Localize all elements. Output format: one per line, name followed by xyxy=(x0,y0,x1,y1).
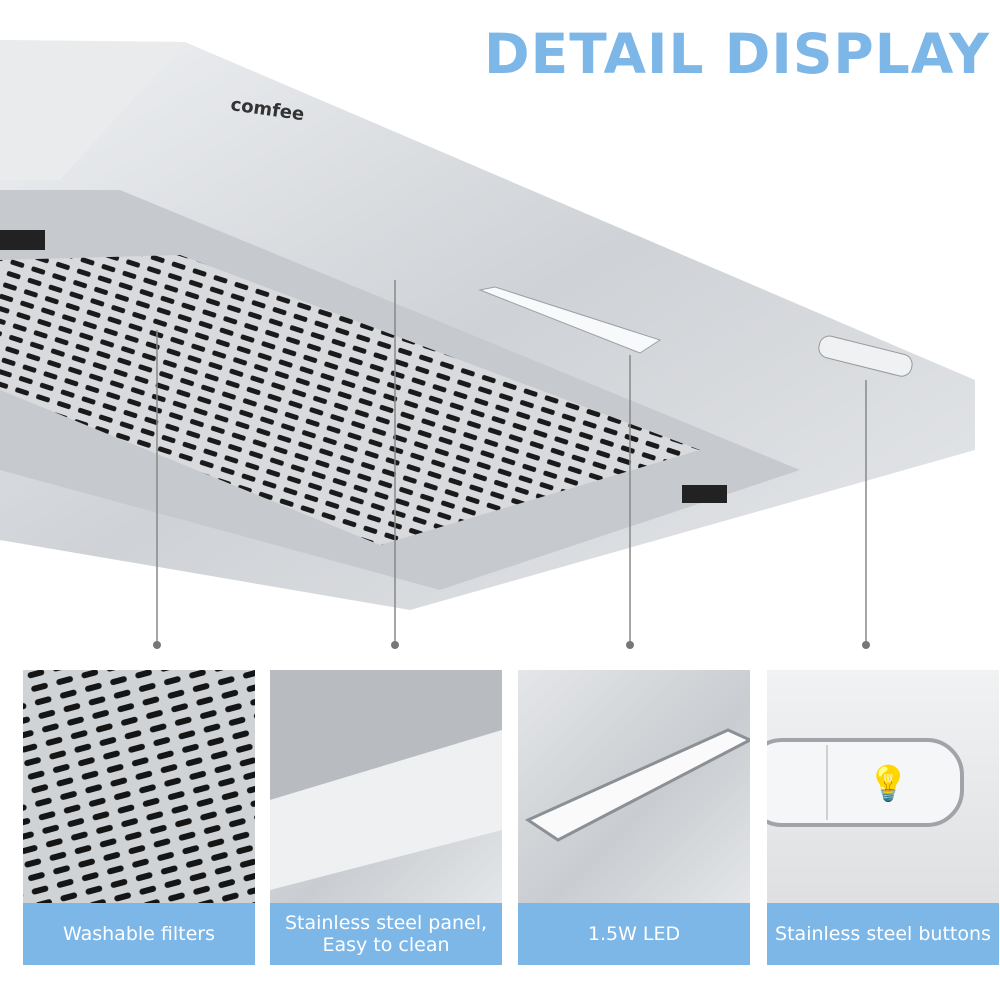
callout-lines xyxy=(156,280,867,645)
feature-label: 1.5W LED xyxy=(518,903,750,965)
feature-washable-filters: Washable filters xyxy=(23,670,255,965)
feature-led: 1.5W LED xyxy=(518,670,750,965)
feature-buttons: 💡 Stainless steel buttons xyxy=(767,670,999,965)
feature-label: Stainless steel buttons xyxy=(767,903,999,965)
feature-label: Washable filters xyxy=(23,903,255,965)
light-icon: 💡 xyxy=(867,764,909,804)
feature-steel-panel: Stainless steel panel, Easy to clean xyxy=(270,670,502,965)
feature-label: Stainless steel panel, Easy to clean xyxy=(270,903,502,965)
page-title: DETAIL DISPLAY xyxy=(484,22,990,86)
range-hood-image: comfee xyxy=(0,40,975,649)
